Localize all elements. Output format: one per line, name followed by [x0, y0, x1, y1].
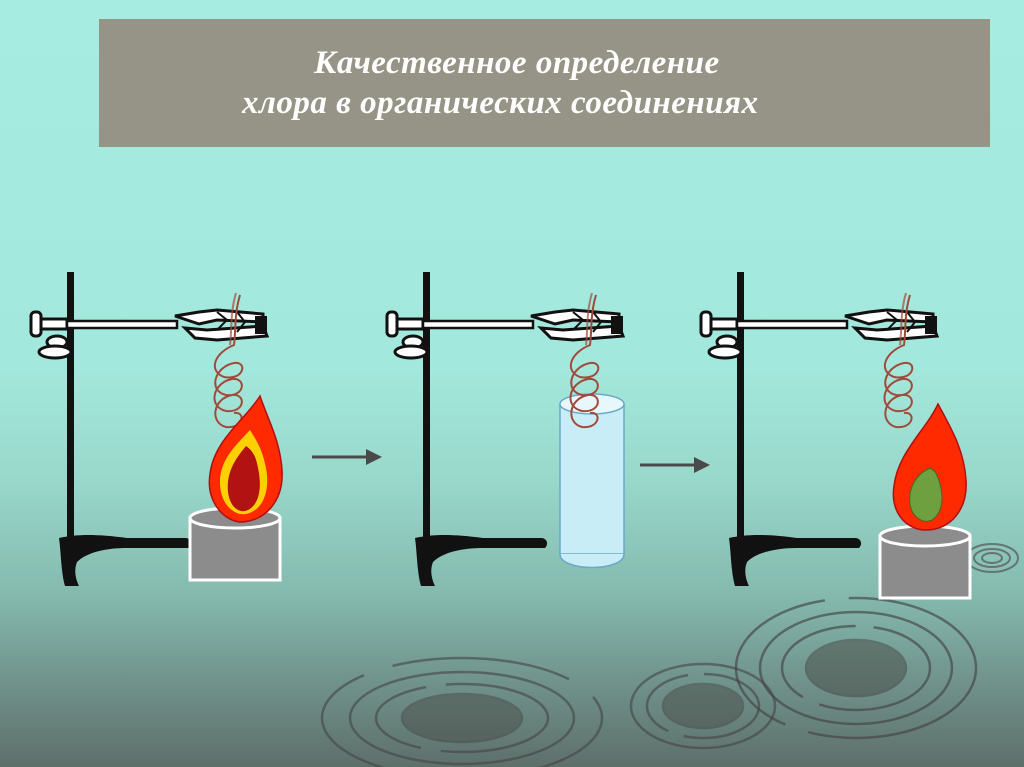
ripple-decoration-right: [734, 596, 978, 740]
ripple-decoration-center: [629, 662, 777, 750]
arrow-step-2-to-3: [640, 457, 710, 473]
title-line-2: хлора в органических соединениях: [242, 85, 759, 121]
ripple-decoration-left: [320, 656, 604, 767]
flame-step-1: [208, 394, 283, 523]
burner-step-3: [878, 524, 972, 600]
title-banner: Качественное определение хлора в органич…: [99, 19, 990, 147]
ripple-decoration-small: [965, 543, 1019, 573]
title-line-1: Качественное определение: [314, 45, 720, 81]
burner-step-1: [188, 506, 282, 582]
test-tube-step-2: [559, 393, 625, 569]
flame-step-3: [892, 402, 967, 531]
arrow-step-1-to-2: [312, 449, 382, 465]
